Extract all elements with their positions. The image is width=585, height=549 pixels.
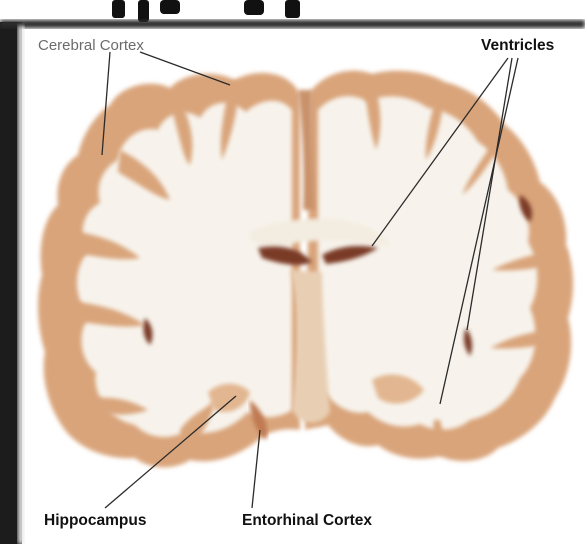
label-hippocampus: Hippocampus (44, 513, 146, 529)
cropped-title-fragment (112, 0, 300, 22)
label-entorhinal-cortex: Entorhinal Cortex (242, 513, 372, 529)
frame-left-inner (18, 26, 24, 544)
label-cerebral-cortex: Cerebral Cortex (38, 38, 144, 53)
frame-top-edge (0, 20, 585, 28)
label-ventricles: Ventricles (481, 38, 554, 54)
